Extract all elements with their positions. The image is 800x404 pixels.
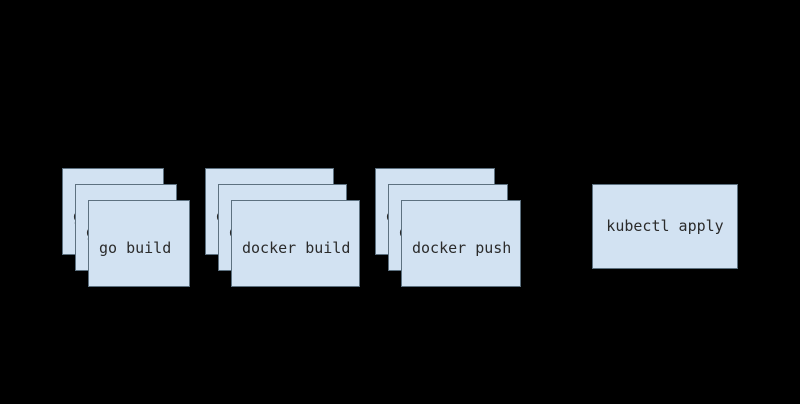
stage-node-docker-push[interactable]: docker push docker push docker push bbox=[375, 168, 521, 287]
stage-label-docker-build: docker build bbox=[242, 239, 351, 257]
stage-node-docker-build[interactable]: docker build docker build docker build bbox=[205, 168, 360, 287]
stage-card-front-go-build[interactable]: go build bbox=[88, 200, 190, 287]
stage-label-kubectl-apply: kubectl apply bbox=[606, 217, 724, 235]
stage-card-front-docker-build[interactable]: docker build bbox=[231, 200, 360, 287]
stage-node-go-build[interactable]: go build go build go build bbox=[62, 168, 190, 287]
stage-node-kubectl-apply[interactable]: kubectl apply bbox=[592, 184, 738, 269]
stage-card-front-docker-push[interactable]: docker push bbox=[401, 200, 521, 287]
stage-label-go-build: go build bbox=[99, 239, 172, 257]
stage-label-docker-push: docker push bbox=[412, 239, 512, 257]
